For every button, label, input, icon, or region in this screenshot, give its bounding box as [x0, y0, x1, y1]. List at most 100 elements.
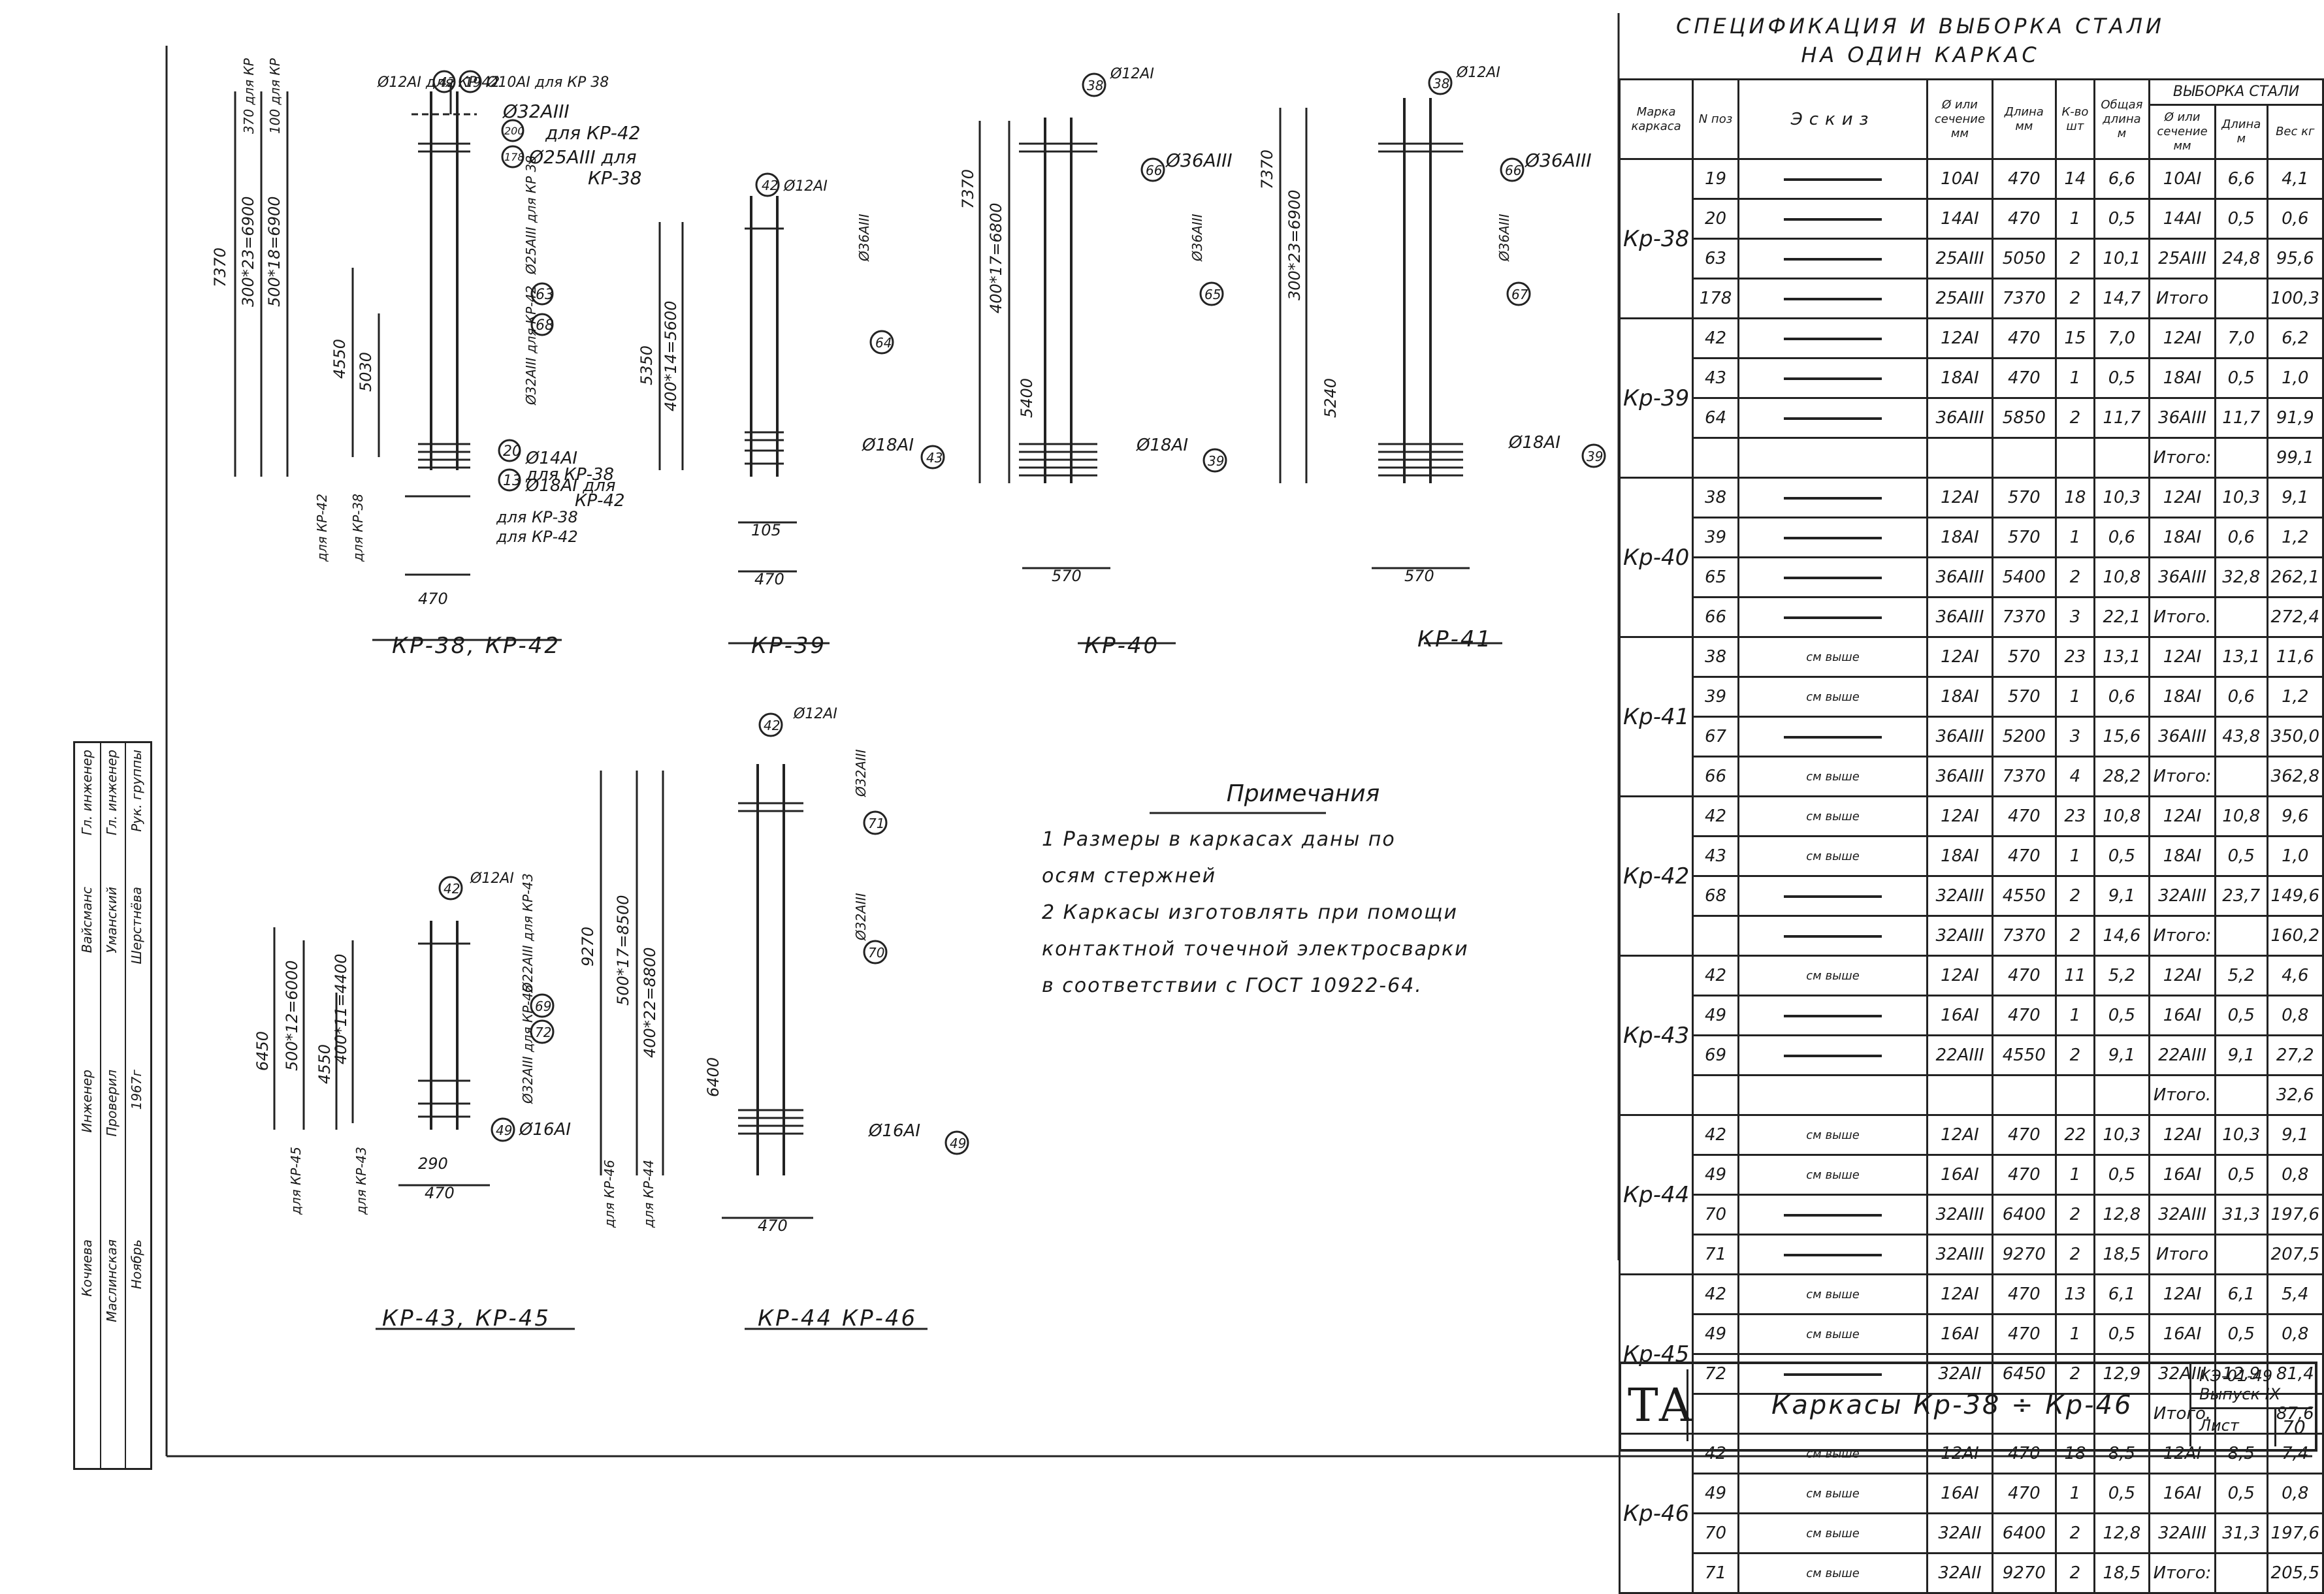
stamp-name-6: Ноябрь: [129, 1239, 144, 1290]
th-selection: ВЫБОРКА СТАЛИ: [2148, 78, 2324, 106]
f2-vert-1: Ø36АIII: [856, 214, 872, 262]
cell-sketch: [1737, 198, 1929, 240]
cell-qty: 4: [2055, 756, 2095, 797]
f1-bar-4: для КР-42: [496, 528, 578, 546]
cell-w: 81,4: [2266, 1353, 2324, 1395]
cell-slen: 6,6: [2214, 158, 2268, 200]
cell-w: 9,1: [2266, 477, 2324, 518]
cell-mark: Кр-45: [1618, 1273, 1694, 1435]
notes-block: Примечания 1 Размеры в каркасах даны по …: [1042, 780, 1564, 1004]
cell-pos: 70: [1692, 1194, 1739, 1235]
cell-qty: 18: [2055, 477, 2095, 518]
drawing-sheet: Ø12АI для КР 42 Ø10АI для КР 38 42 19 Ø3…: [165, 13, 2312, 1458]
cell-sdia: 10АI: [2148, 158, 2216, 200]
cell-tot: 7,0: [2093, 317, 2151, 359]
f4-dim-3: 5240: [1321, 378, 1340, 418]
cell-w: 197,6: [2266, 1512, 2324, 1554]
cell-len: 5050: [1991, 238, 2058, 279]
f4-width: 570: [1404, 567, 1434, 585]
cell-sdia: Итого:: [2148, 756, 2216, 797]
cell-qty: 22: [2055, 1114, 2095, 1156]
cell-qty: 2: [2055, 1194, 2095, 1235]
f6-dim-1: 9270: [579, 927, 597, 966]
cell-slen: 31,3: [2214, 1194, 2268, 1235]
f5-dim-3: 4550: [315, 1044, 334, 1084]
cell-sdia: 16АI: [2148, 995, 2216, 1036]
f3-circle-2: 66: [1146, 163, 1162, 178]
cell-slen: 8,5: [2214, 1433, 2268, 1474]
cell-pos: 19: [1692, 158, 1739, 200]
f1-caption: КР-38, КР-42: [392, 633, 560, 659]
f3-circle-4: 39: [1208, 453, 1224, 469]
cell-w: 1,2: [2266, 517, 2324, 558]
cell-qty: [2055, 1393, 2095, 1435]
cell-len: 570: [1991, 676, 2058, 718]
spec-title-line-1: СПЕЦИФИКАЦИЯ И ВЫБОРКА СТАЛИ: [1676, 14, 2165, 39]
cell-pos: [1692, 437, 1739, 479]
cell-sketch: см выше: [1737, 1154, 1929, 1196]
f5-dim-6: для КР-43: [353, 1147, 369, 1215]
f2-leader-1: Ø12АI: [783, 178, 828, 195]
issue-number: Выпуск IX: [2199, 1385, 2281, 1403]
cell-slen: 32,8: [2214, 556, 2268, 598]
f5-circle-2: 69: [535, 998, 551, 1014]
cell-len: [1991, 1393, 2058, 1435]
cell-slen: [2214, 278, 2268, 319]
cell-dia: 36АIII: [1926, 397, 1993, 439]
f2-circle-2: 64: [875, 335, 892, 351]
f1-circle-200: 200: [504, 125, 525, 137]
f4-dim-1: 7370: [1258, 150, 1276, 189]
notes-line-3: 2 Каркасы изготовлять при помощи: [1042, 901, 1458, 924]
bar-sketch-icon: [1784, 496, 1882, 500]
cell-w: 99,1: [2266, 437, 2324, 479]
cell-sketch: [1737, 317, 1929, 359]
cell-dia: 36АIII: [1926, 716, 1993, 757]
f1-dim-2: 300*23=6900: [239, 196, 257, 307]
f5-bar-1: Ø16АI: [519, 1120, 571, 1140]
cell-sdia: 12АI: [2148, 477, 2216, 518]
cell-sketch: [1737, 477, 1929, 518]
cell-slen: 10,3: [2214, 1114, 2268, 1156]
bar-sketch-icon: [1784, 337, 1882, 340]
cell-tot: 0,5: [2093, 1473, 2151, 1514]
title-block: ТА Каркасы Кр-38 ÷ Кр-46 КЭ-01-49 Выпуск…: [1619, 1362, 2317, 1452]
cell-slen: 43,8: [2214, 716, 2268, 757]
cell-slen: 0,5: [2214, 198, 2268, 240]
cell-sketch: [1737, 517, 1929, 558]
cell-pos: 68: [1692, 875, 1739, 917]
f1-pos-1: Ø32АIII: [502, 101, 570, 122]
cell-len: 470: [1991, 158, 2058, 200]
cell-dia: 32АIII: [1926, 915, 1993, 957]
cell-slen: 6,1: [2214, 1273, 2268, 1315]
f5-dim-2: 500*12=6000: [283, 960, 301, 1071]
f4-caption: КР-41: [1417, 626, 1493, 652]
cell-dia: 25АIII: [1926, 278, 1993, 319]
cell-w: 27,2: [2266, 1034, 2324, 1076]
cell-sketch: см выше: [1737, 1433, 1929, 1474]
cell-len: 470: [1991, 1154, 2058, 1196]
f5-width: 470: [425, 1184, 455, 1202]
cell-sketch: см выше: [1737, 676, 1929, 718]
bar-sketch-icon: [1784, 1213, 1882, 1217]
f1-circle-63: 63: [536, 287, 554, 303]
cell-w: 0,8: [2266, 1473, 2324, 1514]
stamp-name-1: Вайсманс: [79, 887, 95, 953]
cell-qty: 2: [2055, 397, 2095, 439]
f1-dim-6: 4550: [331, 339, 349, 379]
f1-vert-1: Ø25АIII для КР 38: [523, 155, 539, 275]
cell-pos: 66: [1692, 756, 1739, 797]
cell-qty: 14: [2055, 158, 2095, 200]
cell-pos: 63: [1692, 238, 1739, 279]
f6-dim-3: 400*22=8800: [641, 947, 659, 1058]
cell-slen: 5,2: [2214, 955, 2268, 996]
f5-vert-2: Ø32АIII для КР-45: [520, 984, 536, 1104]
cell-len: 5850: [1991, 397, 2058, 439]
f1-bar-1: Ø14АI: [525, 449, 577, 468]
